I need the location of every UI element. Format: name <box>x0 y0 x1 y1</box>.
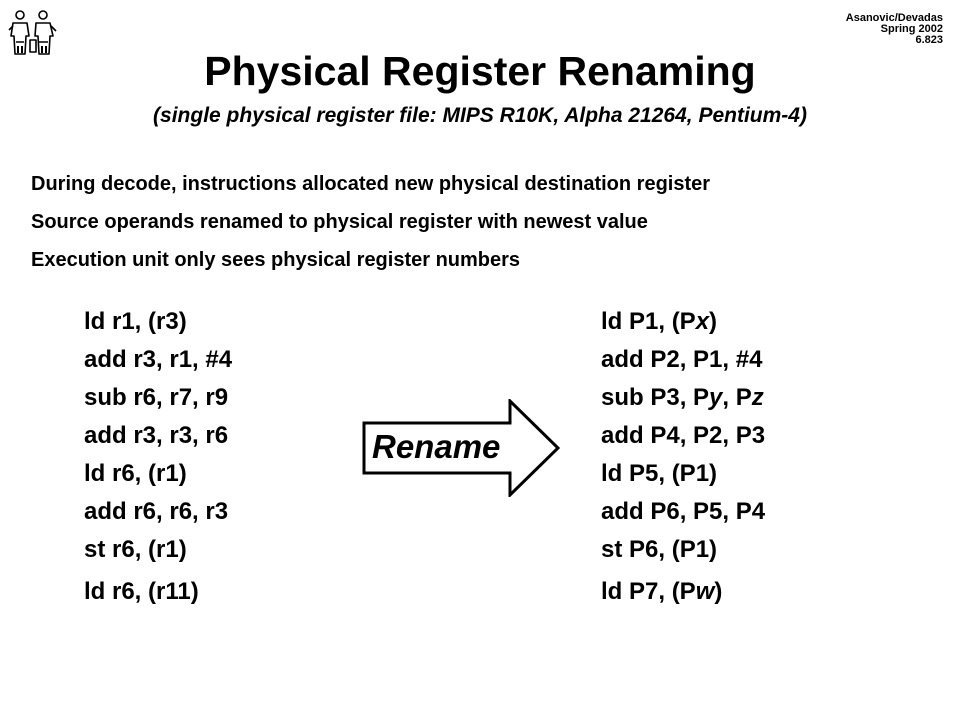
bullet-item: During decode, instructions allocated ne… <box>31 173 711 195</box>
register-placeholder: z <box>751 384 764 411</box>
register-placeholder: y <box>709 384 723 411</box>
renamed-instruction: sub P3, Py, Pz <box>601 384 764 411</box>
right-arrow-icon <box>362 399 560 497</box>
original-instruction: ld r1, (r3) <box>84 308 187 335</box>
course-credit: Asanovic/Devadas Spring 2002 6.823 <box>846 13 943 46</box>
register-placeholder: x <box>695 308 710 335</box>
bullet-item: Source operands renamed to physical regi… <box>31 211 648 233</box>
renamed-instruction: add P2, P1, #4 <box>601 346 763 373</box>
original-instruction: add r6, r6, r3 <box>84 498 229 525</box>
register-placeholder: w <box>695 578 715 605</box>
renamed-instruction: add P6, P5, P4 <box>601 498 766 525</box>
renamed-instruction: ld P7, (Pw) <box>601 578 723 605</box>
original-instruction: add r3, r1, #4 <box>84 346 233 373</box>
slide-subtitle: (single physical register file: MIPS R10… <box>153 104 807 127</box>
renamed-instruction: ld P5, (P1) <box>601 460 718 487</box>
credit-authors: Asanovic/Devadas <box>845 12 943 24</box>
original-instruction: add r3, r3, r6 <box>84 422 229 449</box>
credit-term: Spring 2002 <box>880 23 943 35</box>
renamed-instruction: ld P1, (Px) <box>601 308 718 335</box>
bullet-item: Execution unit only sees physical regist… <box>31 249 521 271</box>
credit-course-number: 6.823 <box>915 34 943 46</box>
mit-logo-icon <box>8 10 57 55</box>
original-instruction: sub r6, r7, r9 <box>84 384 229 411</box>
renamed-instruction: st P6, (P1) <box>601 536 718 563</box>
original-instruction: ld r6, (r11) <box>84 578 199 605</box>
bullet-list: During decode, instructions allocated ne… <box>31 172 710 286</box>
original-instruction: ld r6, (r1) <box>84 460 187 487</box>
slide-title: Physical Register Renaming <box>204 48 756 94</box>
renamed-code-list: ld P1, (Px) add P2, P1, #4 sub P3, Py, Pz a… <box>601 303 765 611</box>
renamed-instruction: add P4, P2, P3 <box>601 422 766 449</box>
original-code-list: ld r1, (r3) add r3, r1, #4 sub r6, r7, r… <box>84 303 232 611</box>
original-instruction: st r6, (r1) <box>84 536 187 563</box>
rename-arrow-label: Rename <box>372 428 501 465</box>
